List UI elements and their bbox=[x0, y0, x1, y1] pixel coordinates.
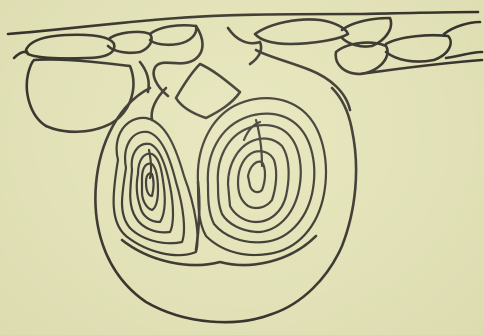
lobe-divider bbox=[196, 182, 199, 250]
right-lobe bbox=[198, 98, 326, 255]
outer-sac bbox=[95, 88, 356, 322]
left-lobe bbox=[114, 118, 198, 255]
lower-left-cell bbox=[27, 59, 134, 131]
canal-structure bbox=[140, 26, 350, 120]
